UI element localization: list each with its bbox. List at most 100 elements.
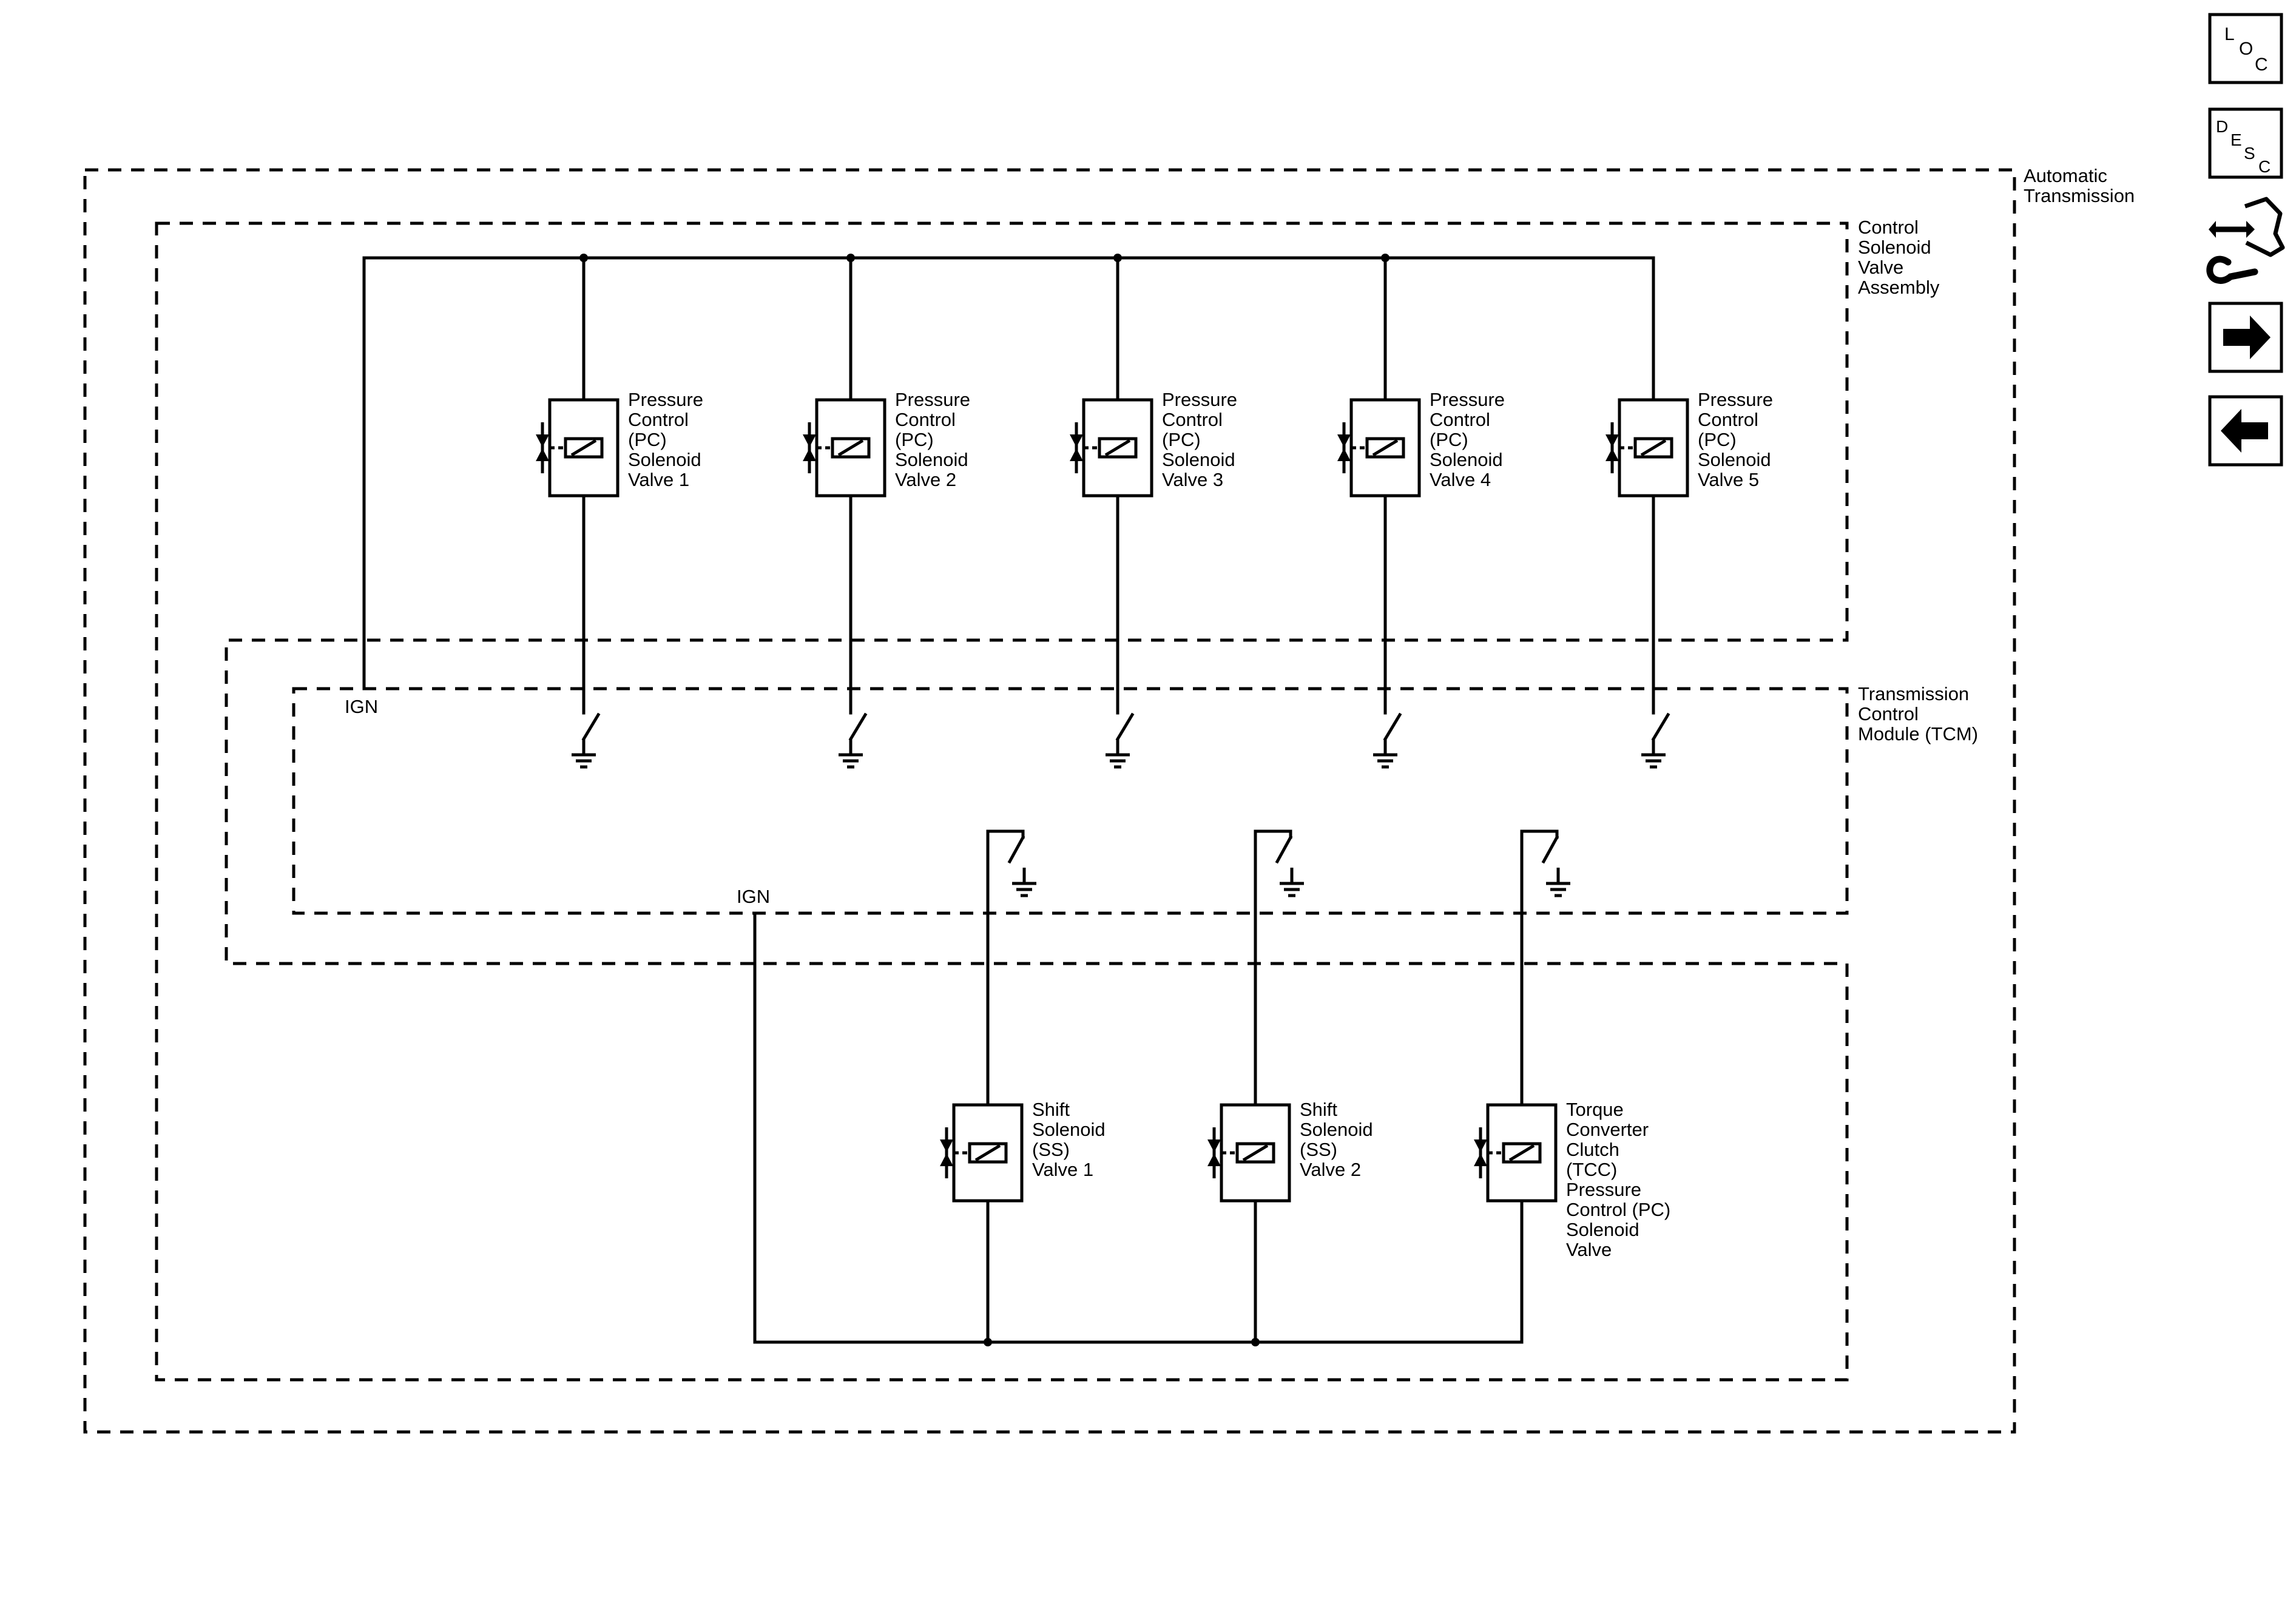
low-side-switch [1541,835,1559,864]
arrow-right-icon [2223,316,2271,359]
pc-solenoid-symbol [1070,398,1153,498]
coil-icon [831,437,871,459]
valve-arrow-up-icon [803,448,816,461]
pc-solenoid-symbol [1337,398,1421,498]
valve-assembly-boundary [155,221,1849,1382]
lower-ign-label: IGN [737,886,770,907]
valve-arrow-up-icon [940,1153,953,1166]
desc-letter-e: E [2230,130,2242,149]
valve-arrow-up-icon [1606,448,1619,461]
low-side-switch [1651,712,1670,741]
low-side-switch [1275,835,1293,864]
valve-arrow-down-icon [1337,434,1351,447]
loc-letter-c: C [2255,55,2268,75]
valve-arrow-up-icon [1207,1153,1221,1166]
coil-diagonal [1372,439,1399,457]
coil-icon [1502,1142,1542,1164]
coil-diagonal [1508,1144,1535,1162]
desc-letter-s: S [2244,144,2255,163]
valve-arrow-down-icon [1207,1139,1221,1152]
splice-dot [1381,254,1389,262]
splice-dot [1113,254,1122,262]
desc-button[interactable]: D E S C [2208,107,2283,179]
loc-letter-o: O [2239,39,2253,59]
pc-solenoid-symbol [803,398,886,498]
ground-icon [1280,868,1304,897]
valve-arrow-up-icon [1070,448,1083,461]
lower-solenoid-symbol [940,1103,1024,1203]
splice-dot [1251,1338,1260,1346]
ground-icon [1546,868,1570,897]
low-side-switch [1007,835,1025,864]
coil-icon [968,1142,1008,1164]
valve-arrow-down-icon [803,434,816,447]
coil-icon [1098,437,1138,459]
pc-solenoid-symbol [1606,398,1689,498]
splice-dot [846,254,855,262]
low-side-switch [1383,712,1402,741]
coil-diagonal [837,439,864,457]
low-side-switch [848,712,868,741]
coil-diagonal [974,1144,1001,1162]
coil-diagonal [1242,1144,1269,1162]
ground-icon [1641,739,1666,769]
arrow-right-button[interactable] [2208,302,2283,373]
valve-arrow-down-icon [1606,434,1619,447]
splice-dot [984,1338,992,1346]
ground-icon [572,739,596,769]
coil-icon [1235,1142,1275,1164]
tcm-boundary [292,687,1849,915]
ground-icon [839,739,863,769]
pc-solenoid-symbol [536,398,620,498]
valve-arrow-down-icon [536,434,549,447]
coil-diagonal [1640,439,1667,457]
valve-arrow-up-icon [1474,1153,1487,1166]
lower-solenoid-symbol [1474,1103,1558,1203]
low-side-switch [581,712,601,741]
splice-dot [579,254,588,262]
coil-icon [1365,437,1405,459]
ground-icon [1012,868,1036,897]
valve-arrow-down-icon [940,1139,953,1152]
arrow-left-button[interactable] [2208,395,2283,467]
upper-ign-label: IGN [345,696,378,717]
desc-letter-d: D [2216,117,2228,136]
lower-solenoid-symbol [1207,1103,1291,1203]
ground-icon [1373,739,1397,769]
ground-icon [1106,739,1130,769]
coil-icon [564,437,604,459]
connector-tool-icon[interactable] [2206,197,2285,284]
valve-arrow-down-icon [1474,1139,1487,1152]
coil-diagonal [1104,439,1131,457]
loc-button[interactable]: L O C [2208,13,2283,84]
valve-arrow-up-icon [1337,448,1351,461]
desc-letter-c: C [2258,157,2271,176]
valve-arrow-down-icon [1070,434,1083,447]
valve-arrow-up-icon [536,448,549,461]
low-side-switch [1115,712,1135,741]
coil-diagonal [570,439,597,457]
loc-letter-l: L [2224,24,2235,44]
